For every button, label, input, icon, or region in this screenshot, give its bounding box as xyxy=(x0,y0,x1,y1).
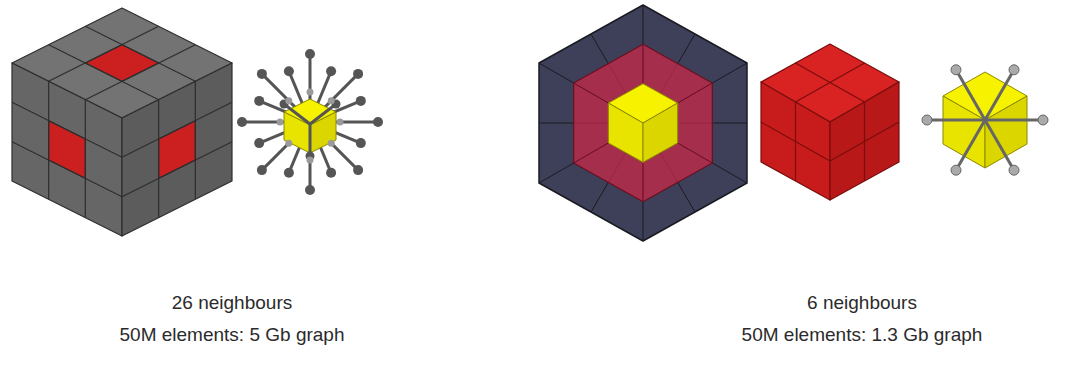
caption-text: 50M elements: 5 Gb graph xyxy=(120,323,345,347)
spoke-cell xyxy=(237,49,383,195)
red-cluster xyxy=(761,44,899,200)
caption-text: 6 neighbours xyxy=(807,291,917,315)
caption-text: 50M elements: 1.3 Gb graph xyxy=(742,323,983,347)
six-spoke-cell xyxy=(922,65,1048,175)
grid-cube xyxy=(12,8,232,236)
caption-text: 26 neighbours xyxy=(172,291,292,315)
hex-stack xyxy=(539,5,747,241)
